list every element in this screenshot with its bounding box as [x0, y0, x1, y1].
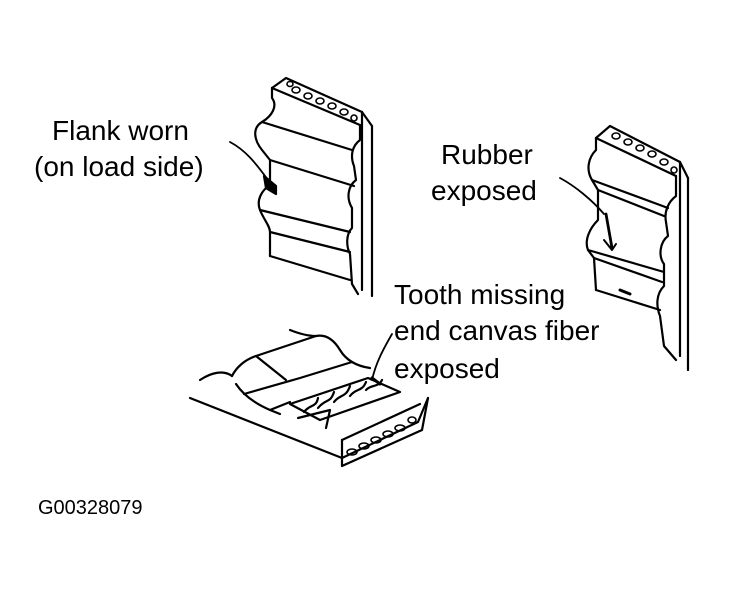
label-rubber-2: exposed	[431, 175, 537, 206]
label-tooth-1: Tooth missing	[394, 279, 566, 310]
label-rubber-1: Rubber	[441, 139, 533, 170]
label-tooth-2: end canvas fiber	[394, 315, 600, 346]
label-tooth-3: exposed	[394, 353, 500, 384]
figure-code: G00328079	[38, 497, 143, 519]
leader-tooth	[371, 333, 393, 381]
cord-end-3	[346, 416, 417, 456]
cord-dots-2	[611, 132, 678, 174]
belt-flank-worn	[229, 76, 374, 298]
leader-flank-worn	[229, 141, 269, 181]
belt-tooth-missing	[188, 328, 430, 468]
label-flank-worn-2: (on load side)	[34, 151, 204, 182]
label-flank-worn-1: Flank worn	[52, 115, 189, 146]
belt-rubber-exposed	[559, 124, 690, 372]
leader-rubber	[559, 177, 605, 215]
cord-dots-1	[286, 80, 358, 122]
